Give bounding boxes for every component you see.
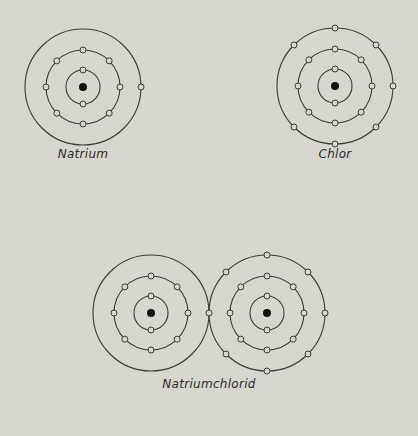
electron [332,141,338,147]
electron [291,42,297,48]
electron [148,293,154,299]
electron [106,58,112,64]
electron [264,347,270,353]
electron [106,110,112,116]
electron [264,327,270,333]
atom-label: Natrium [58,147,109,161]
electron [43,84,49,90]
nucleus [331,82,339,90]
electron-shell [25,29,141,145]
electron-shell [298,49,372,123]
electron [301,310,307,316]
electron-shell [46,50,120,124]
electron [80,47,86,53]
electron [358,109,364,115]
electron-shell [250,296,284,330]
electron [332,100,338,106]
electron [332,46,338,52]
atom-label: Natriumchlorid [162,377,256,391]
electron [54,110,60,116]
nucleus [263,309,271,317]
electron [54,58,60,64]
electron [390,83,396,89]
electron [373,42,379,48]
electron [122,284,128,290]
electron [295,83,301,89]
electron [206,310,212,316]
electron [306,109,312,115]
electron [227,310,233,316]
electron [305,269,311,275]
electron-shell [230,276,304,350]
electron [80,121,86,127]
electron-shell [114,276,188,350]
electron [322,310,328,316]
atom-label: Chlor [318,147,351,161]
electron-shell [277,28,393,144]
electron [185,310,191,316]
electron-shell [134,296,168,330]
electron-shell [318,69,352,103]
electron [290,284,296,290]
electron [111,310,117,316]
electron [332,25,338,31]
electron-shell [209,255,325,371]
electron [264,293,270,299]
electron [373,124,379,130]
electron [290,336,296,342]
electron [332,120,338,126]
electron [174,336,180,342]
electron [306,57,312,63]
nucleus [147,309,155,317]
electron [358,57,364,63]
electron [291,124,297,130]
electron [238,336,244,342]
electron [138,84,144,90]
electron [80,67,86,73]
electron [238,284,244,290]
electron [148,347,154,353]
electron [264,368,270,374]
electron [264,252,270,258]
electron [223,269,229,275]
electron [80,101,86,107]
electron [148,273,154,279]
electron [122,336,128,342]
electron [148,327,154,333]
electron-shell [93,255,209,371]
electron [264,273,270,279]
electron-shell [66,70,100,104]
nucleus [79,83,87,91]
electron [117,84,123,90]
electron [332,66,338,72]
electron [174,284,180,290]
electron [223,351,229,357]
electron [369,83,375,89]
electron [305,351,311,357]
